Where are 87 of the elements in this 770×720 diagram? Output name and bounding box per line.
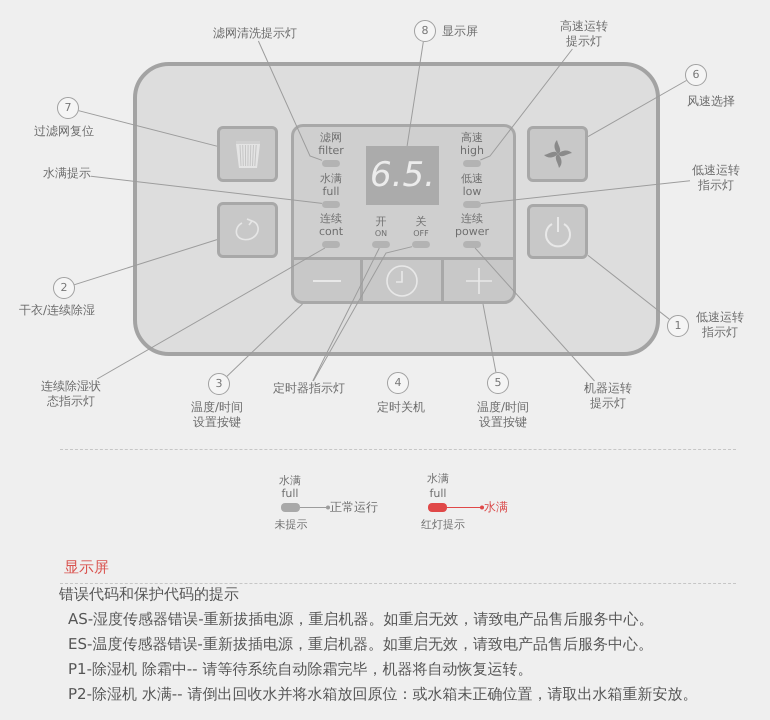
indicator-light xyxy=(322,201,340,208)
indicator-light xyxy=(322,241,340,248)
indicator-label: 关 xyxy=(416,215,426,228)
panel-button xyxy=(360,257,444,304)
callout-label: 高速运转提示灯 xyxy=(558,19,610,49)
callout-number: 8 xyxy=(414,20,436,42)
section-heading: 显示屏 xyxy=(64,558,109,577)
callout-label: 滤网清洗提示灯 xyxy=(213,26,297,41)
callout-label: 机器运转提示灯 xyxy=(582,381,634,411)
panel-button xyxy=(217,202,278,258)
indicator-label: cont xyxy=(318,225,344,238)
note-text: P2-除湿机 水满-- 请倒出回收水并将水箱放回原位：或水箱未正确位置，请取出水箱重新安放。 xyxy=(68,685,698,704)
callout-label: 温度/时间设置按键 xyxy=(190,400,244,430)
leader-line xyxy=(482,304,496,373)
indicator-light xyxy=(463,241,481,248)
callout-label: 连续除湿状态指示灯 xyxy=(38,379,104,409)
callout-number: 1 xyxy=(667,315,689,337)
leader-line xyxy=(78,110,218,147)
leader-line xyxy=(258,40,322,161)
leader-line xyxy=(480,180,690,204)
note-text: P1-除湿机 除霜中-- 请等待系统自动除霜完毕，机器将自动恢复运转。 xyxy=(68,660,532,679)
indicator-label: full xyxy=(322,185,340,198)
indicator-label: 开 xyxy=(376,215,386,228)
indicator-label: low xyxy=(462,185,482,198)
callout-label: 干衣/连续除湿 xyxy=(19,303,96,318)
callout-label: 水满提示 xyxy=(43,166,91,181)
indicator-light xyxy=(428,503,447,512)
status-label: 水满 xyxy=(484,500,508,515)
indicator-label: 高速 xyxy=(461,131,483,144)
indicator-label: filter xyxy=(318,144,344,157)
callout-label: 低速运转指示灯 xyxy=(695,310,745,340)
callout-label: 显示屏 xyxy=(442,24,478,39)
indicator-label: ON xyxy=(374,229,388,239)
leader-line xyxy=(226,304,303,377)
leader-line xyxy=(300,506,330,510)
leader-line xyxy=(312,248,380,382)
callout-number: 4 xyxy=(387,372,409,394)
indicator-light xyxy=(463,201,481,208)
panel-button xyxy=(291,257,363,304)
indicator-label: 红灯提示 xyxy=(421,518,465,531)
callout-number: 7 xyxy=(57,97,79,119)
status-label: 正常运行 xyxy=(330,500,378,515)
indicator-label: 滤网 xyxy=(320,131,342,144)
indicator-label: 连续 xyxy=(320,212,342,225)
indicator-label: 水满 xyxy=(279,474,301,487)
indicator-label: 水满 xyxy=(320,172,342,185)
indicator-label: full xyxy=(430,487,446,500)
panel-button xyxy=(441,257,516,304)
indicator-label: full xyxy=(282,487,298,500)
indicator-label: 水满 xyxy=(427,472,449,485)
panel-button xyxy=(217,126,278,182)
indicator-label: 低速 xyxy=(461,172,483,185)
indicator-label: power xyxy=(455,225,489,238)
indicator-light xyxy=(322,160,340,167)
callout-number: 5 xyxy=(487,372,509,394)
subheading: 错误代码和保护代码的提示 xyxy=(59,585,239,604)
indicator-light xyxy=(412,241,430,248)
indicator-light xyxy=(463,160,481,167)
callout-label: 定时关机 xyxy=(377,400,425,415)
callout-label: 定时器指示灯 xyxy=(273,381,345,396)
leader-line xyxy=(446,506,484,510)
indicator-light xyxy=(372,241,390,248)
leader-line xyxy=(312,246,412,382)
indicator-label: OFF xyxy=(413,229,429,239)
indicator-label: 连续 xyxy=(461,212,483,225)
callout-label: 温度/时间设置按键 xyxy=(476,400,530,430)
panel-button xyxy=(527,126,588,182)
callout-number: 6 xyxy=(685,64,707,86)
leader-line xyxy=(588,80,687,138)
digital-display: 6.5. xyxy=(366,146,439,205)
indicator-label: high xyxy=(460,144,484,157)
panel-button xyxy=(527,204,588,259)
indicator-light xyxy=(281,503,300,512)
callout-number: 2 xyxy=(53,277,75,299)
leader-line xyxy=(474,248,595,382)
leader-line xyxy=(90,176,322,204)
callout-label: 风速选择 xyxy=(687,94,735,109)
leader-line xyxy=(74,239,218,286)
callout-number: 3 xyxy=(208,373,230,395)
leader-line xyxy=(480,48,573,160)
note-text: ES-温度传感器错误-重新拔插电源，重启机器。如重启无效，请致电产品售后服务中心。 xyxy=(68,635,653,654)
leader-line xyxy=(96,248,326,380)
indicator-label: 未提示 xyxy=(274,518,308,531)
leader-line xyxy=(406,41,424,146)
callout-label: 低速运转指示灯 xyxy=(690,163,742,193)
note-text: AS-湿度传感器错误-重新拔插电源，重启机器。如重启无效，请致电产品售后服务中心。 xyxy=(68,610,654,629)
callout-label: 过滤网复位 xyxy=(34,124,94,139)
